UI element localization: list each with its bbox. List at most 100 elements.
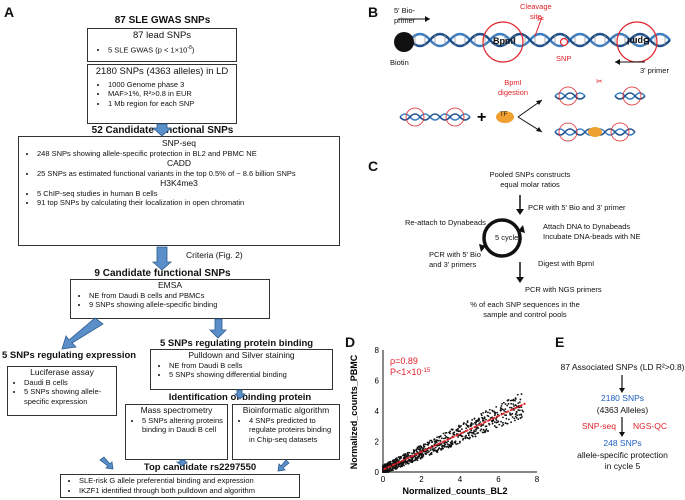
scatter-point <box>395 465 397 468</box>
scatter-point <box>429 449 432 452</box>
panel-a-arrows <box>61 123 290 472</box>
scatter-point <box>473 417 476 420</box>
scatter-point <box>507 402 510 405</box>
scatter-point <box>493 410 495 413</box>
scatter-point <box>522 410 525 413</box>
scatter-point <box>433 447 435 450</box>
scatter-point <box>487 411 489 414</box>
scatter-point <box>520 413 522 416</box>
scatter-point <box>467 432 470 435</box>
x-tick-label: 6 <box>496 475 501 484</box>
scatter-point <box>500 420 502 423</box>
scatter-point <box>495 421 498 424</box>
scatter-point <box>406 455 409 458</box>
luc-list: Daudi B cells 5 SNPs showing allele-spec… <box>12 378 116 407</box>
scatter-point <box>516 393 519 396</box>
scatter-point <box>506 422 509 425</box>
scatter-point <box>482 411 485 414</box>
scatter-point <box>461 438 464 441</box>
y-tick-label: 0 <box>375 468 380 477</box>
lead-snps-title: 87 lead SNPs <box>132 30 192 41</box>
ld-list: 1000 Genome phase 3 MAF>1%, R²>0.8 in EU… <box>96 80 236 109</box>
scatter-point <box>438 435 440 438</box>
scatter-point <box>430 439 433 442</box>
scatter-point <box>444 434 446 437</box>
scatter-point <box>416 451 419 453</box>
scatter-point <box>458 424 460 427</box>
x-tick-label: 8 <box>535 475 540 484</box>
scatter-point <box>515 417 518 419</box>
final-bullet: SLE-risk G allele preferential binding a… <box>79 476 299 486</box>
arrow-bioinf-to-top <box>277 459 290 472</box>
luc-bullet: 5 SNPs showing allele-specific expressio… <box>24 387 116 406</box>
scatter-point <box>476 420 479 422</box>
scatter-point <box>504 408 507 411</box>
scatter-point <box>498 423 501 426</box>
scatter-point <box>489 412 491 415</box>
snp-seq-text: SNP-seq <box>582 421 617 431</box>
ld-bullet: 1 Mb region for each SNP <box>108 99 236 109</box>
scatter-point <box>508 412 511 415</box>
scatter-point <box>441 444 444 447</box>
scatter-point <box>457 428 459 430</box>
emsa-box: EMSA NE from Daudi B cells and PBMCs 9 S… <box>70 279 270 319</box>
scatter-point <box>402 462 405 465</box>
scatter-point <box>407 462 410 465</box>
scatter-point <box>517 402 520 405</box>
cadd-bullet: 25 SNPs as estimated functional variants… <box>37 169 339 179</box>
scatter-point <box>505 417 508 420</box>
scatter-point <box>440 437 443 440</box>
scatter-point <box>434 442 437 444</box>
scatter-point <box>513 405 515 407</box>
pcr-bio-3-text: PCR with 5' Bio and 3' primer <box>528 203 626 212</box>
scatter-point <box>510 402 513 405</box>
ld-title: 2180 SNPs (4363 alleles) in LD <box>95 66 229 77</box>
scatter-point <box>458 430 460 433</box>
panel-b-diagram: ✂ + ✂ <box>394 14 671 142</box>
bioinformatic-box: Bioinformatic algorithm 4 SNPs predicted… <box>232 404 340 460</box>
y-axis-label: Normalized_counts_PBMC <box>349 354 359 469</box>
scatter-point <box>450 428 453 431</box>
scatter-point <box>460 424 462 427</box>
scatter-point <box>471 435 474 438</box>
scatter-point <box>453 433 456 436</box>
scatter-point <box>520 406 523 409</box>
scatter-point <box>486 430 489 432</box>
scatter-point <box>404 463 407 465</box>
scatter-point <box>461 435 464 438</box>
scatter-point <box>514 419 516 422</box>
scatter-point <box>413 450 416 453</box>
scatter-point <box>467 424 469 427</box>
ld-bullet: MAF>1%, R²>0.8 in EUR <box>108 89 236 99</box>
scatter-point <box>467 434 470 437</box>
scatter-point <box>400 456 403 459</box>
scatter-point <box>398 463 401 466</box>
scatter-point <box>469 424 472 427</box>
mass-heading: Mass spectrometry <box>140 405 213 415</box>
scatter-point <box>454 440 457 443</box>
scatter-point <box>392 465 395 468</box>
scatter-point <box>482 418 484 420</box>
scatter-point <box>454 442 457 444</box>
scatter-point <box>446 445 449 448</box>
scatter-point <box>436 436 438 439</box>
scatter-point <box>465 423 467 425</box>
scatter-point <box>504 422 507 425</box>
scatter-point <box>519 417 522 420</box>
primer-3-label: 3' primer <box>640 66 669 75</box>
scatter-point <box>419 447 422 450</box>
scatter-point <box>484 411 487 414</box>
scatter-point <box>518 414 521 416</box>
svg-text:✂: ✂ <box>596 77 603 86</box>
scatter-point <box>445 441 447 443</box>
scatter-point <box>510 406 513 409</box>
arrow-pulldown-to-id <box>234 389 246 400</box>
scatter-point <box>408 451 411 454</box>
scatter-point <box>449 430 452 433</box>
scatter-point <box>412 460 415 462</box>
scatter-point <box>516 414 519 417</box>
scatter-point <box>451 443 454 446</box>
scatter-point <box>466 420 469 422</box>
scatter-point <box>392 459 395 462</box>
scatter-point <box>457 436 459 438</box>
